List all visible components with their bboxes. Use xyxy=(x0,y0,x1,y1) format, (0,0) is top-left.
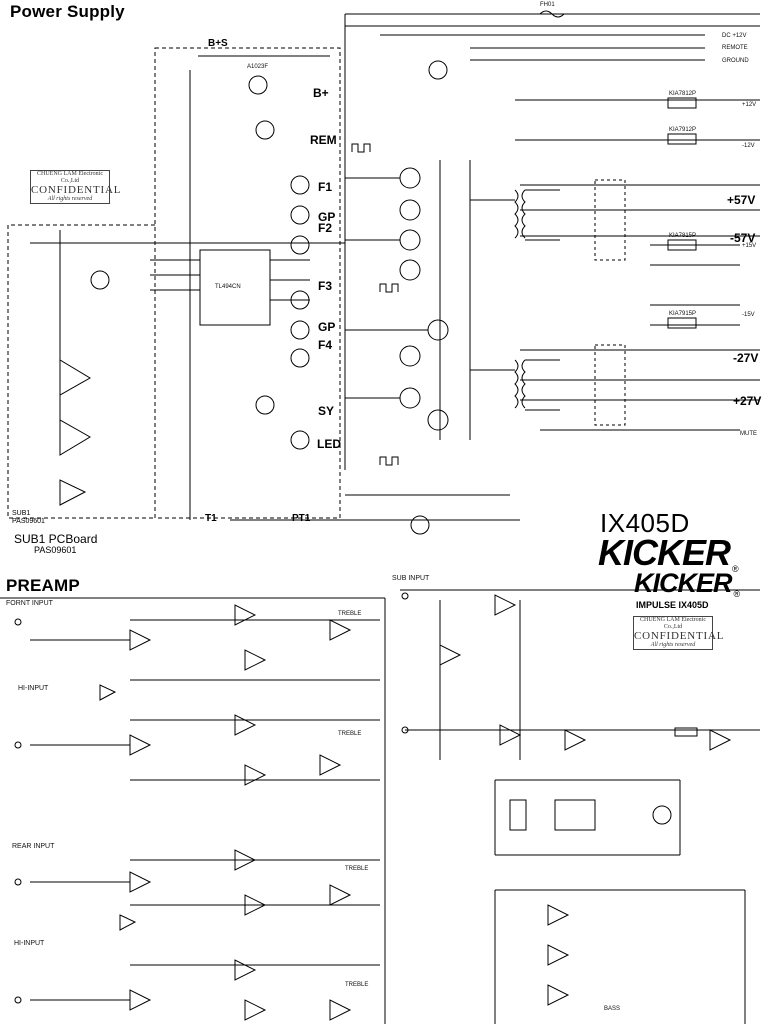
fuse-symbol xyxy=(539,10,565,18)
output-plus57v: +57V xyxy=(727,193,756,207)
mosfet-bank xyxy=(345,160,471,440)
power-supply-title: Power Supply xyxy=(10,2,125,21)
q1-label: A1023F xyxy=(247,64,269,70)
sub-wiring xyxy=(400,589,760,1024)
reg-7912-label: KIA7912P xyxy=(669,127,697,133)
treble-label-2: TREBLE xyxy=(338,731,362,737)
kicker-logo-text: KICKER xyxy=(634,568,733,598)
terminal-ground: GROUND xyxy=(722,58,749,64)
front-input-label: FORNT INPUT xyxy=(6,600,53,607)
stamp-title: CONFIDENTIAL xyxy=(31,184,122,197)
net-label-rem: REM xyxy=(310,133,337,147)
net-label-pt1: PT1 xyxy=(292,513,311,524)
output-minus27v: -27V xyxy=(733,351,759,365)
stamp-rights: All rights reserved xyxy=(650,642,696,649)
net-label-t1: T1 xyxy=(205,513,217,524)
output-plus27v: +27V xyxy=(733,394,762,408)
output-plus12v: +12V xyxy=(742,102,757,108)
stamp-title: CONFIDENTIAL xyxy=(634,630,725,643)
net-label-f3: F3 xyxy=(318,279,333,293)
kicker-logo-text: KICKER xyxy=(598,532,731,573)
sub1-small-label: SUB1 xyxy=(12,510,31,517)
confidential-stamp-brand: CHUENG LAM Electronic Co.,Ltd CONFIDENTI… xyxy=(633,616,725,650)
net-label-f1: F1 xyxy=(318,180,333,194)
stamp-company: CHUENG LAM Electronic Co.,Ltd xyxy=(640,617,706,630)
treble-label-3: TREBLE xyxy=(345,866,369,872)
output-minus57v: -57V xyxy=(730,231,756,245)
terminal-dc12: DC +12V xyxy=(722,33,747,39)
bass-label: BASS xyxy=(604,1006,621,1012)
net-label-bplus: B+ xyxy=(313,86,329,100)
stamp-company: CHUENG LAM Electronic Co.,Ltd xyxy=(37,171,103,184)
opamps-power xyxy=(59,359,91,506)
kicker-logo-large: KICKER ® xyxy=(598,532,739,574)
sub1-pcboard-label: SUB1 PCBoard xyxy=(14,532,98,546)
hi-input-label-2: HI-INPUT xyxy=(14,940,45,947)
output-minus12v: -12V xyxy=(742,143,755,149)
output-mute: MUTE xyxy=(740,431,757,437)
terminal-remote: REMOTE xyxy=(722,45,748,51)
dashed-zones xyxy=(594,179,626,426)
reg-7815-label: KIA7815P xyxy=(669,233,697,239)
output-minus15v: -15V xyxy=(742,312,755,318)
net-label-gp2: GP xyxy=(318,320,336,334)
confidential-stamp-power: CHUENG LAM Electronic Co.,Ltd CONFIDENTI… xyxy=(30,170,122,204)
reg-7915-label: KIA7915P xyxy=(669,311,697,317)
stamp-rights: All rights reserved xyxy=(47,196,93,203)
net-label-sy: SY xyxy=(318,404,335,418)
pwm-ic-label: TL494CN xyxy=(215,284,241,290)
registered-mark: ® xyxy=(733,589,741,599)
net-label-bps: B+S xyxy=(208,38,228,49)
net-label-gp1: GP xyxy=(318,210,336,224)
impulse-model-label: IMPULSE IX405D xyxy=(636,600,709,610)
sub1-board-outline xyxy=(7,47,341,519)
treble-label-1: TREBLE xyxy=(338,611,362,617)
pwm-ic-body xyxy=(30,230,345,420)
hi-input-label-1: HI-INPUT xyxy=(18,685,49,692)
sub1-pcboard-code: PAS09601 xyxy=(34,545,77,555)
reg-7812-label: KIA7812P xyxy=(669,91,697,97)
net-label-f2: F2 xyxy=(318,221,333,235)
fuse-label: FH01 xyxy=(540,2,555,8)
net-label-led: LED xyxy=(317,437,341,451)
regulators xyxy=(667,97,697,329)
pulse-symbols xyxy=(351,143,399,466)
preamp-wiring xyxy=(0,597,386,1024)
preamp-title: PREAMP xyxy=(6,576,80,595)
net-label-f4: F4 xyxy=(318,338,333,352)
treble-label-4: TREBLE xyxy=(345,982,369,988)
rear-input-label: REAR INPUT xyxy=(12,843,55,850)
power-rails xyxy=(189,13,760,521)
kicker-logo-small: KICKER ® xyxy=(634,568,741,599)
sub1-small-code: PAS09601 xyxy=(12,518,45,525)
model-number: IX405D xyxy=(600,508,690,538)
sub-input-label: SUB INPUT xyxy=(392,575,430,582)
transformers xyxy=(470,189,560,411)
driver-transistors xyxy=(90,60,448,535)
registered-mark: ® xyxy=(732,564,739,574)
output-plus15v: +15V xyxy=(742,243,757,249)
